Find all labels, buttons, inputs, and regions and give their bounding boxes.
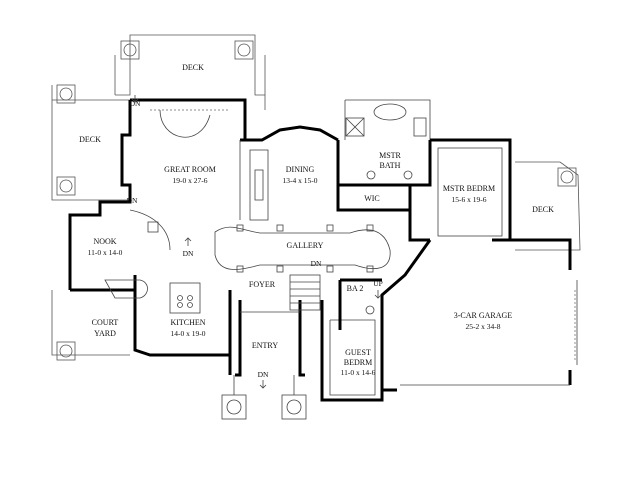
mstr-bath-label-2: BATH	[380, 161, 401, 170]
entry-label: ENTRY	[252, 341, 278, 350]
dn-stair-marker: DN	[311, 259, 322, 268]
interior-details	[51, 103, 576, 420]
dining-label: DINING	[286, 165, 315, 174]
guest-bedrm-size: 11-0 x 14-6	[341, 368, 376, 377]
great-room-size: 19-0 x 27-6	[173, 176, 208, 185]
garage-label: 3-CAR GARAGE	[454, 311, 513, 320]
dn-great-marker: DN	[183, 249, 194, 258]
mstr-bedrm-label: MSTR BEDRM	[443, 184, 495, 193]
mstr-bedrm-size: 15-6 x 19-6	[452, 195, 487, 204]
exterior-walls	[68, 98, 578, 402]
kitchen-label: KITCHEN	[170, 318, 205, 327]
garage-size: 25-2 x 34-8	[466, 322, 501, 331]
deck-right	[515, 161, 581, 251]
mstr-bath-label-1: MSTR	[379, 151, 401, 160]
dn-entry-marker: DN	[258, 370, 269, 379]
deck-left	[51, 84, 130, 201]
foyer-label: FOYER	[249, 280, 276, 289]
ba2-label: BA 2	[347, 284, 364, 293]
great-room-label: GREAT ROOM	[164, 165, 216, 174]
guest-bedrm-label-2: BEDRM	[344, 358, 372, 367]
up-stair-marker: UP	[373, 279, 383, 288]
dn-deck-marker: DN	[130, 99, 141, 108]
nook-size: 11-0 x 14-0	[88, 248, 123, 257]
deck-left-label: DECK	[79, 135, 101, 144]
court-yard-label-1: COURT	[92, 318, 119, 327]
wic-label: WIC	[364, 194, 380, 203]
court-yard-label-2: YARD	[94, 329, 116, 338]
deck-right-label: DECK	[532, 205, 554, 214]
deck-top-label: DECK	[182, 63, 204, 72]
kitchen-size: 14-0 x 19-0	[171, 329, 206, 338]
guest-bedrm-label-1: GUEST	[345, 348, 371, 357]
dn-nook-marker: DN	[127, 196, 138, 205]
dining-size: 13-4 x 15-0	[283, 176, 318, 185]
nook-label: NOOK	[93, 237, 116, 246]
direction-arrows	[131, 95, 382, 389]
deck-top	[114, 34, 266, 110]
gallery-label: GALLERY	[287, 241, 324, 250]
